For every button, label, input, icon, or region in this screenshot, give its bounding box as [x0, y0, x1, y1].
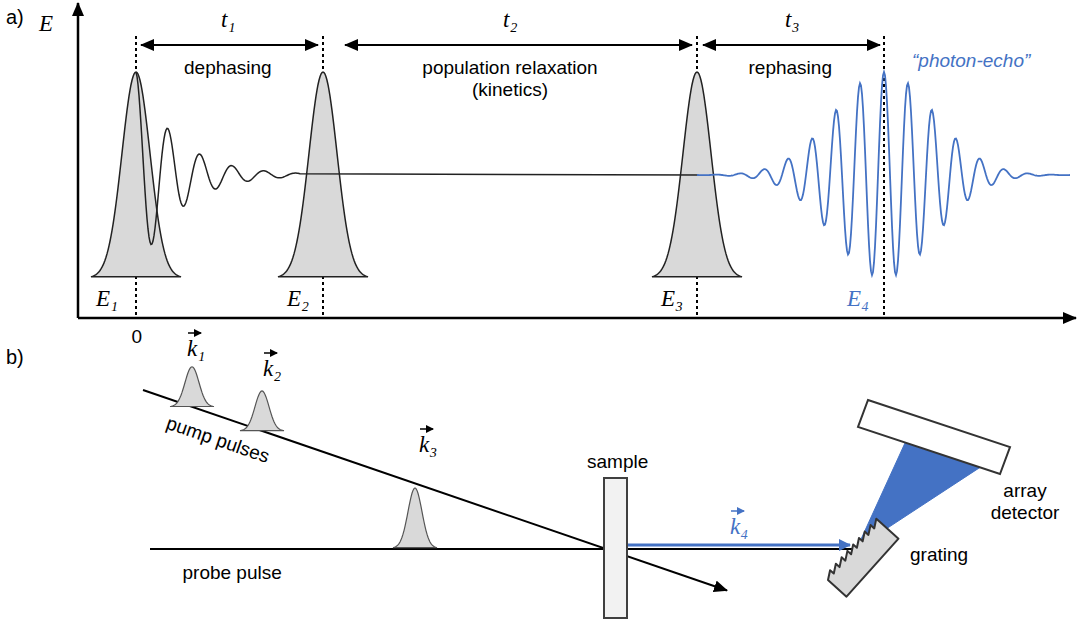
- pulse-label: E₄: [847, 287, 869, 310]
- vector-arrow: [731, 510, 744, 512]
- node-label: array detector: [984, 480, 1066, 524]
- pulse-label: E₁: [96, 287, 118, 310]
- beam-pulse: [393, 488, 437, 548]
- interval-arrow: [703, 44, 880, 46]
- array-detector: array detector: [856, 398, 1012, 476]
- wavevector-label: k₃: [419, 433, 437, 456]
- vector-arrow: [420, 428, 433, 430]
- signal-label: “photon-echo”: [912, 50, 1030, 72]
- interval-label: t₂: [503, 8, 517, 31]
- beam-pulse: [240, 391, 284, 431]
- panel-letter: a): [6, 6, 24, 29]
- pump-beam: [143, 390, 727, 591]
- detector-shape: [856, 398, 1012, 476]
- x-axis: [78, 317, 1076, 320]
- beam-pulse: [170, 367, 214, 407]
- sample-plate: sample: [603, 477, 628, 619]
- axis-label: E: [39, 12, 53, 35]
- vector-arrow: [188, 332, 201, 334]
- pulse-envelope: [91, 72, 181, 277]
- diffraction-grating: grating: [826, 520, 900, 598]
- process-label: dephasing: [184, 57, 272, 79]
- vector-arrow: [264, 352, 277, 354]
- echo-signal: [697, 72, 1070, 275]
- interval-label: t₁: [221, 8, 235, 31]
- y-axis: [77, 3, 80, 318]
- node-label: grating: [910, 544, 968, 566]
- interval-arrow: [141, 44, 318, 46]
- grating-body: [828, 519, 899, 597]
- pulse-label: E₂: [287, 287, 309, 310]
- detector-body: [858, 400, 1010, 474]
- probe-beam: [150, 548, 852, 550]
- interval-arrows: [141, 44, 880, 46]
- wavevector-label: k₁: [187, 337, 205, 360]
- process-label: rephasing: [749, 57, 832, 79]
- panel-letter: b): [6, 346, 24, 369]
- process-label: population relaxation (kinetics): [408, 57, 613, 101]
- beam-label: probe pulse: [183, 562, 282, 584]
- node-label: sample: [587, 451, 648, 473]
- axis-tick: 0: [132, 326, 143, 348]
- wavevector-label: k₄: [730, 515, 748, 538]
- pulse-label: E₃: [661, 287, 683, 310]
- interval-arrow: [345, 44, 692, 46]
- dephasing-signal: [136, 72, 697, 244]
- signal-beam: [628, 544, 850, 547]
- grating-shape: [826, 520, 900, 598]
- wavevector-label: k₂: [263, 357, 281, 380]
- interval-label: t₃: [785, 8, 799, 31]
